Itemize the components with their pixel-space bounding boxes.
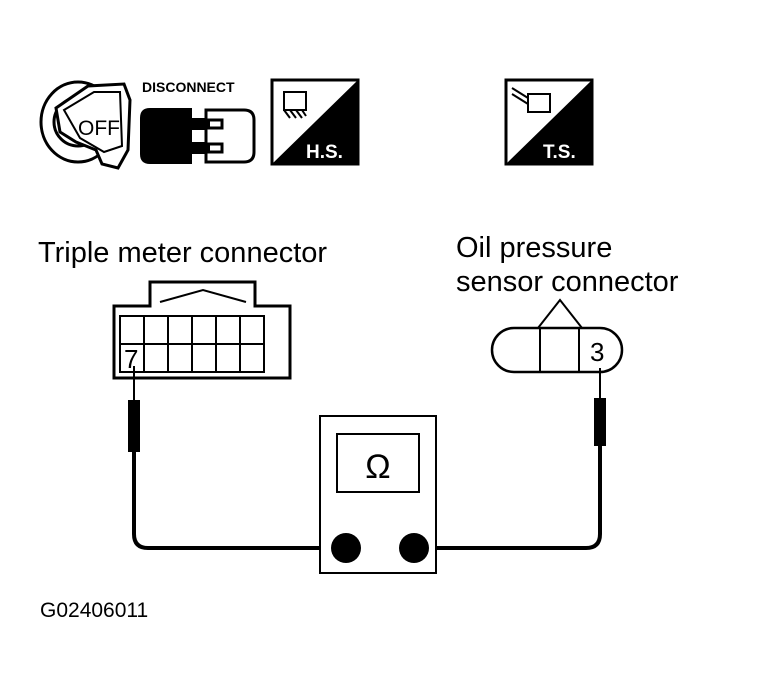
ignition-off-label: OFF <box>78 117 120 140</box>
harness-side-label: H.S. <box>306 142 343 163</box>
disconnect-icon: DISCONNECT <box>140 79 256 164</box>
oil-pressure-sensor-connector: 3 <box>490 298 624 374</box>
triple-meter-connector-label: Triple meter connector <box>38 237 327 269</box>
left-test-probe <box>128 366 336 550</box>
figure-id: G02406011 <box>40 599 148 622</box>
triple-meter-pin-label: 7 <box>124 344 138 374</box>
harness-side-icon: H.S. <box>270 78 360 166</box>
terminal-side-label: T.S. <box>543 142 576 163</box>
oil-pressure-label-line1: Oil pressure <box>456 232 612 264</box>
ohm-symbol: Ω <box>365 448 390 486</box>
ignition-off-icon: OFF <box>39 80 132 170</box>
oil-pressure-label-line2: sensor connector <box>456 266 679 298</box>
ohmmeter-terminal-left <box>331 533 361 563</box>
right-test-probe <box>416 368 606 550</box>
ohmmeter: Ω <box>319 415 437 574</box>
terminal-side-icon: T.S. <box>504 78 594 166</box>
oil-sensor-pin-label: 3 <box>590 337 604 367</box>
disconnect-label: DISCONNECT <box>142 79 235 95</box>
triple-meter-connector: 7 <box>112 280 292 380</box>
ohmmeter-terminal-right <box>399 533 429 563</box>
